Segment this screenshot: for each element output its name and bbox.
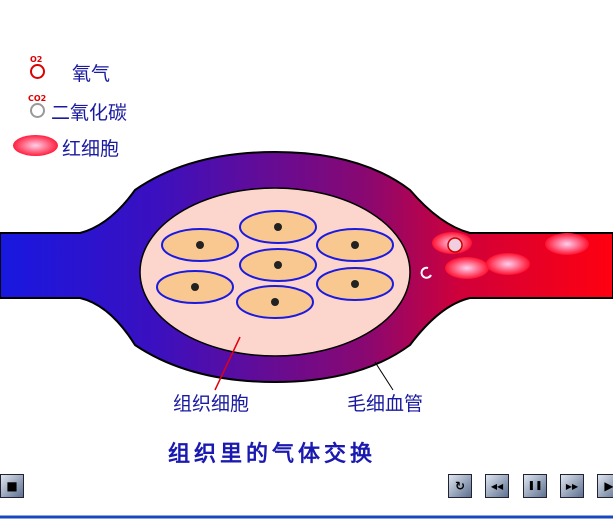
co2-icon xyxy=(30,103,45,118)
capillary-label: 毛细血管 xyxy=(347,393,424,415)
o2-legend-symbol: O2 xyxy=(30,55,43,64)
play-button[interactable]: ▶ xyxy=(597,474,613,498)
o2-icon xyxy=(30,64,45,79)
replay-button[interactable]: ↻ xyxy=(448,474,472,498)
o2-molecule xyxy=(447,237,463,253)
tissue-cell-label: 组织细胞 xyxy=(173,393,250,415)
red-blood-cells xyxy=(432,232,589,279)
stop-button[interactable]: ■ xyxy=(0,474,24,498)
pause-button[interactable]: ❚❚ xyxy=(523,474,547,498)
rbc-legend-label: 红细胞 xyxy=(62,138,120,160)
rewind-button[interactable]: ◀◀ xyxy=(485,474,509,498)
o2-legend-label: 氧气 xyxy=(72,63,111,85)
diagram-title: 组织里的气体交换 xyxy=(168,442,377,467)
co2-legend-symbol: CO2 xyxy=(28,94,47,103)
co2-molecule xyxy=(420,266,432,279)
co2-legend-label: 二氧化碳 xyxy=(51,102,128,124)
red-blood-cell-icon xyxy=(13,135,58,156)
forward-button[interactable]: ▶▶ xyxy=(560,474,584,498)
